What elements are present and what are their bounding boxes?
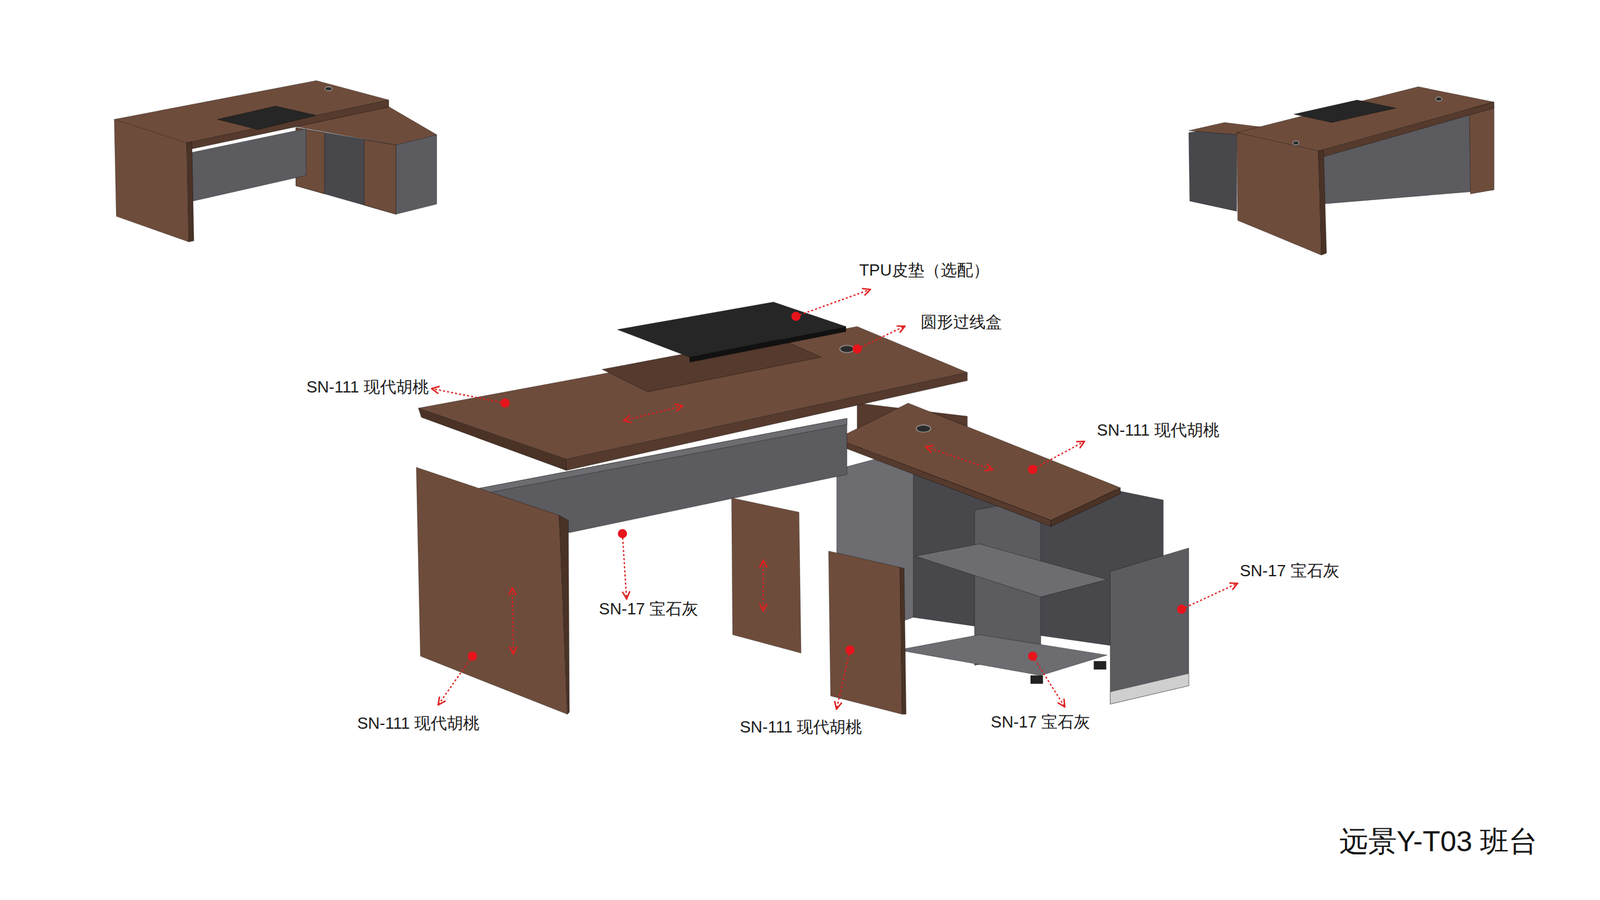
leader-line [762, 561, 764, 610]
leader-line [624, 406, 682, 421]
callout-dot [1176, 604, 1187, 614]
desk-leg-edge [1318, 150, 1327, 255]
cabinet-shelf [915, 543, 1107, 597]
leader-line [512, 588, 514, 654]
desk-leg [416, 467, 568, 715]
cabinet-bottom [898, 635, 1108, 676]
cable-grommet [1435, 96, 1442, 102]
material-label: SN-111 现代胡桃 [356, 713, 480, 734]
return-cabinet-side [395, 135, 437, 215]
leader-line [836, 650, 850, 709]
return-top-edge [1051, 487, 1121, 527]
return-top [836, 403, 1121, 521]
cable-grommet [1293, 140, 1300, 145]
cabinet-door [1110, 548, 1189, 705]
cable-grommet [325, 86, 332, 92]
cable-grommet [916, 425, 931, 432]
material-label: 圆形过线盒 [920, 312, 1002, 332]
callout-dot [791, 311, 801, 322]
desk-top-edge [566, 372, 968, 471]
leader-line [856, 326, 904, 349]
tpu-mat [1293, 100, 1396, 123]
cabinet-door-edge [900, 567, 907, 715]
cabinet-foot [1030, 675, 1044, 684]
leader-line [1181, 583, 1237, 610]
leader-line [622, 533, 627, 599]
cable-grommet [840, 345, 855, 353]
return-cabinet [1188, 124, 1237, 212]
leader-line [438, 656, 473, 705]
material-label: TPU皮垫（选配） [859, 260, 990, 280]
callout-dot [1028, 651, 1038, 661]
cabinet-door [364, 140, 397, 215]
material-label: SN-111 现代胡桃 [740, 717, 863, 737]
cabinet-foot [1093, 661, 1107, 670]
callout-dot [852, 344, 862, 354]
desk-leg [1236, 132, 1322, 255]
door-metal-strip [1110, 673, 1189, 705]
return-top-edge [836, 438, 1052, 527]
material-label: SN-111 现代胡桃 [306, 378, 429, 398]
callout-dot [618, 529, 628, 539]
desk-leg-edge [186, 141, 194, 242]
cabinet-door [828, 551, 903, 715]
leader-line [795, 290, 870, 317]
leader-line [432, 388, 505, 404]
leader-line [926, 446, 992, 470]
desk-leg-edge [559, 515, 570, 714]
material-label: SN-17 宝石灰 [598, 599, 699, 619]
callout-dot [1028, 465, 1038, 475]
tpu-mat [217, 106, 317, 130]
leader-line [1032, 441, 1084, 470]
product-title: 远景Y-T03 班台 [1339, 824, 1539, 859]
leader-line [1032, 656, 1065, 707]
material-label: SN-111 现代胡桃 [1096, 420, 1220, 440]
desk-top-edge [418, 408, 567, 471]
material-label: SN-17 宝石灰 [1240, 561, 1340, 582]
middle-leg [731, 498, 802, 654]
material-label: SN-17 宝石灰 [990, 712, 1090, 732]
desk-top-edge [186, 100, 389, 150]
callout-dot [468, 651, 478, 661]
desk-leg [114, 119, 189, 242]
desk-leg [1469, 101, 1494, 194]
callout-dot [845, 645, 855, 655]
callout-dot [500, 398, 510, 409]
